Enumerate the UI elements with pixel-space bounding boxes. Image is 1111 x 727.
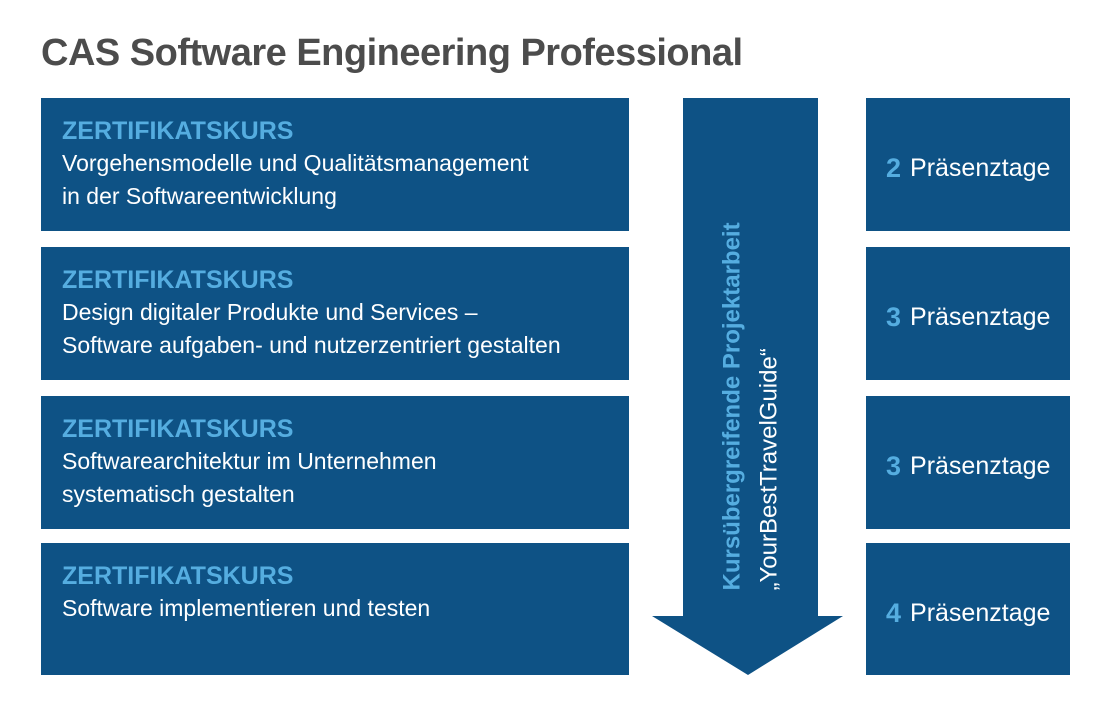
days-box-1: 2 Präsenztage: [866, 98, 1070, 231]
project-arrow-title: Kursübergreifende Projektarbeit: [718, 222, 745, 591]
days-box-2: 3 Präsenztage: [866, 247, 1070, 380]
days-count: 4: [886, 597, 902, 628]
course-description-line: Vorgehensmodelle und Qualitätsmanagement: [62, 150, 529, 176]
course-description-line: Design digitaler Produkte und Services –: [62, 299, 478, 325]
project-arrow-subtitle: „YourBestTravelGuide“: [755, 348, 782, 591]
days-unit: Präsenztage: [910, 598, 1051, 627]
days-unit: Präsenztage: [910, 303, 1051, 331]
course-box-2: ZERTIFIKATSKURS Design digitaler Produkt…: [41, 247, 629, 380]
course-description-line: Software implementieren und testen: [62, 595, 431, 621]
course-description-line: systematisch gestalten: [62, 481, 295, 507]
course-tag: ZERTIFIKATSKURS: [62, 266, 294, 294]
course-description-line: Software aufgaben- und nutzerzentriert g…: [62, 332, 561, 358]
course-box-1: ZERTIFIKATSKURS Vorgehensmodelle und Qua…: [41, 98, 629, 231]
days-box-3: 3 Präsenztage: [866, 396, 1070, 529]
page-title: CAS Software Engineering Professional: [41, 32, 743, 74]
days-unit: Präsenztage: [910, 154, 1051, 182]
course-description-line: Softwarearchitektur im Unternehmen: [62, 448, 437, 474]
days-count: 3: [886, 451, 902, 481]
days-count: 2: [886, 153, 902, 183]
days-unit: Präsenztage: [910, 452, 1051, 480]
down-arrow-icon: [652, 98, 843, 675]
course-description-line: in der Softwareentwicklung: [62, 183, 337, 209]
course-tag: ZERTIFIKATSKURS: [62, 562, 294, 590]
course-box-3: ZERTIFIKATSKURS Softwarearchitektur im U…: [41, 396, 629, 529]
course-tag: ZERTIFIKATSKURS: [62, 415, 294, 443]
days-box-4: 4 Präsenztage: [866, 543, 1070, 675]
days-count: 3: [886, 302, 902, 332]
project-arrow-label: Kursübergreifende Projektarbeit „YourBes…: [683, 99, 818, 617]
course-box-4: ZERTIFIKATSKURS Software implementieren …: [41, 543, 629, 675]
course-tag: ZERTIFIKATSKURS: [62, 117, 294, 145]
